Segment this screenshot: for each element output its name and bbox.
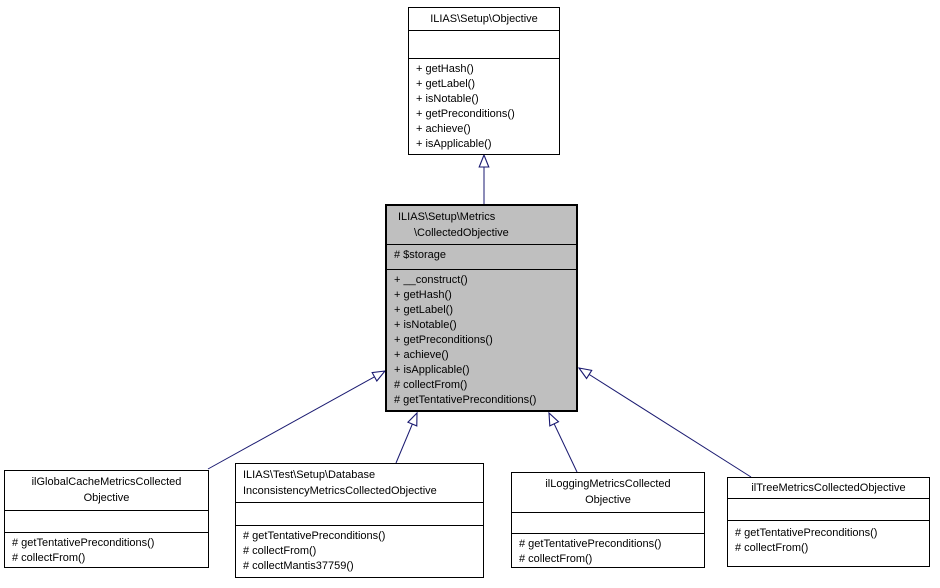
class-methods: + __construct() + getHash() + getLabel()… [387, 270, 576, 410]
inheritance-arrow-tree-to-collectedobjective [579, 368, 752, 478]
class-methods: # getTentativePreconditions() # collectF… [236, 526, 483, 577]
class-title: ilGlobalCacheMetricsCollected Objective [5, 471, 208, 511]
method-item: + getHash() [394, 289, 452, 301]
class-title-line: ilTreeMetricsCollectedObjective [751, 482, 906, 494]
method-item: # getTentativePreconditions() [519, 538, 662, 550]
method-item: # getTentativePreconditions() [243, 530, 386, 542]
class-attributes [5, 511, 208, 533]
attribute-item: # $storage [394, 249, 446, 261]
class-title-line: ilLoggingMetricsCollected [545, 478, 671, 490]
inheritance-arrow-databaseinconsistency-to-collectedobjective [395, 413, 417, 464]
class-box-il-tree-metrics-collected-objective[interactable]: ilTreeMetricsCollectedObjective # getTen… [727, 477, 930, 567]
method-item: + getLabel() [394, 304, 454, 316]
inheritance-arrow-logging-to-collectedobjective [549, 413, 578, 473]
class-title-line: Objective [83, 492, 130, 504]
class-box-ilias-test-setup-database-inconsistency-metrics-collected-objective[interactable]: ILIAS\Test\Setup\Database InconsistencyM… [235, 463, 484, 578]
method-item: # collectFrom() [735, 542, 809, 554]
class-title-line: \CollectedObjective [414, 227, 509, 239]
method-item: # collectFrom() [243, 545, 317, 557]
class-attributes [409, 31, 559, 59]
class-methods: # getTentativePreconditions() # collectF… [512, 534, 704, 567]
method-item: + achieve() [416, 123, 471, 135]
class-methods: # getTentativePreconditions() # collectF… [728, 521, 929, 566]
method-item: + getLabel() [416, 78, 476, 90]
method-item: # collectMantis37759() [243, 560, 354, 572]
class-title-line: ILIAS\Setup\Objective [430, 13, 538, 25]
class-box-il-global-cache-metrics-collected-objective[interactable]: ilGlobalCacheMetricsCollected Objective … [4, 470, 209, 568]
method-item: + getHash() [416, 63, 474, 75]
class-title-line: Objective [585, 494, 631, 506]
method-item: + isNotable() [394, 319, 457, 331]
class-methods: # getTentativePreconditions() # collectF… [5, 533, 208, 567]
class-title-line: ilGlobalCacheMetricsCollected [31, 476, 182, 488]
method-item: # getTentativePreconditions() [394, 394, 537, 406]
class-title-line: ILIAS\Test\Setup\Database [243, 469, 376, 481]
method-item: # collectFrom() [519, 553, 593, 565]
class-attributes [512, 513, 704, 534]
class-title: ILIAS\Setup\Objective [409, 8, 559, 31]
class-attributes [236, 503, 483, 526]
method-item: + getPreconditions() [416, 108, 515, 120]
method-item: # collectFrom() [394, 379, 468, 391]
method-item: + __construct() [394, 274, 468, 286]
class-methods: + getHash() + getLabel() + isNotable() +… [409, 59, 559, 154]
method-item: + getPreconditions() [394, 334, 493, 346]
method-item: + isApplicable() [394, 364, 470, 376]
method-item: + achieve() [394, 349, 449, 361]
class-title: ILIAS\Test\Setup\Database InconsistencyM… [236, 464, 483, 503]
method-item: + isApplicable() [416, 138, 492, 150]
method-item: # getTentativePreconditions() [12, 537, 155, 549]
class-title-line: InconsistencyMetricsCollectedObjective [243, 485, 437, 497]
class-title: ILIAS\Setup\Metrics \CollectedObjective [387, 206, 576, 245]
method-item: + isNotable() [416, 93, 479, 105]
class-box-ilias-setup-metrics-collected-objective[interactable]: ILIAS\Setup\Metrics \CollectedObjective … [385, 204, 578, 412]
method-item: # collectFrom() [12, 552, 86, 564]
class-box-il-logging-metrics-collected-objective[interactable]: ilLoggingMetricsCollected Objective # ge… [511, 472, 705, 568]
class-attributes: # $storage [387, 245, 576, 270]
inheritance-arrow-globalcache-to-collectedobjective [207, 371, 385, 470]
class-box-ilias-setup-objective[interactable]: ILIAS\Setup\Objective + getHash() + getL… [408, 7, 560, 155]
class-attributes [728, 499, 929, 521]
class-title: ilLoggingMetricsCollected Objective [512, 473, 704, 513]
class-title-line: ILIAS\Setup\Metrics [398, 211, 496, 223]
class-title: ilTreeMetricsCollectedObjective [728, 478, 929, 499]
method-item: # getTentativePreconditions() [735, 527, 878, 539]
